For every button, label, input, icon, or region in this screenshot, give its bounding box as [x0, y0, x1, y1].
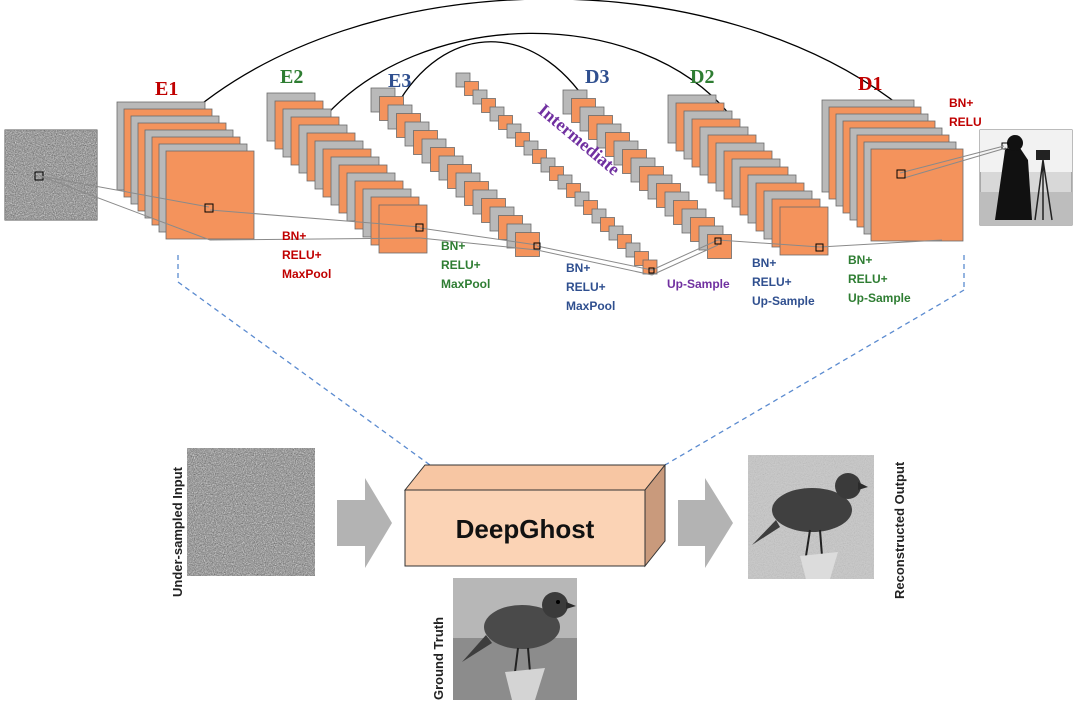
- op-label-e1: BN+ RELU+ MaxPool: [282, 229, 331, 281]
- stage-label-e3: E3: [388, 70, 411, 92]
- arrow-right-2: [678, 478, 733, 568]
- receptive-field-lines: [39, 145, 1007, 276]
- svg-text:MaxPool: MaxPool: [282, 267, 331, 281]
- svg-text:Up-Sample: Up-Sample: [667, 277, 730, 291]
- layer-stack-e1: [116, 101, 255, 240]
- skip-connections: [179, 0, 906, 123]
- top-input-image: [4, 129, 98, 221]
- stage-label-e1: E1: [155, 78, 178, 100]
- op-label-d1: BN+ RELU+ Up-Sample: [848, 253, 911, 305]
- top-output-image: [979, 129, 1073, 226]
- op-label-e3: BN+ RELU+ MaxPool: [566, 261, 615, 313]
- svg-text:BN+: BN+: [441, 239, 465, 253]
- deepghost-model-box: DeepGhost: [403, 463, 667, 568]
- under-sampled-input-image: [187, 448, 315, 576]
- kernel-markers: [204, 169, 906, 274]
- stage-label-d1: D1: [858, 73, 882, 95]
- skip-arc-e1-d1: [179, 0, 906, 123]
- svg-text:BN+: BN+: [282, 229, 306, 243]
- svg-text:RELU+: RELU+: [848, 272, 888, 286]
- feature-map-d1-7: [870, 148, 964, 242]
- svg-text:BN+: BN+: [566, 261, 590, 275]
- svg-text:RELU+: RELU+: [752, 275, 792, 289]
- svg-text:RELU+: RELU+: [566, 280, 606, 294]
- svg-text:MaxPool: MaxPool: [566, 299, 615, 313]
- svg-text:Up-Sample: Up-Sample: [848, 291, 911, 305]
- svg-text:RELU: RELU: [949, 115, 982, 129]
- svg-text:Up-Sample: Up-Sample: [752, 294, 815, 308]
- feature-map-e2-14: [378, 204, 428, 254]
- feature-map-mid-22: [642, 259, 658, 275]
- layer-stacks: [116, 72, 964, 275]
- arrow-right-1: [337, 478, 392, 568]
- feature-map-d2-14: [779, 206, 829, 256]
- stage-label-d3: D3: [585, 66, 609, 88]
- projection-lines: [177, 255, 965, 466]
- svg-text:MaxPool: MaxPool: [441, 277, 490, 291]
- label-reconstructed-output: Reconstructed Output: [892, 461, 907, 599]
- stage-label-d2: D2: [690, 66, 714, 88]
- layer-stack-e2: [266, 92, 428, 254]
- label-ground-truth: Ground Truth: [431, 617, 446, 700]
- skip-arc-e3-d3: [399, 41, 596, 116]
- feature-map-e1-7: [165, 150, 255, 240]
- layer-stack-d2: [667, 94, 829, 256]
- model-name-label: DeepGhost: [456, 514, 595, 544]
- svg-text:RELU+: RELU+: [282, 248, 322, 262]
- svg-text:BN+: BN+: [848, 253, 872, 267]
- layer-stack-e3: [370, 87, 540, 257]
- layer-stack-d3: [562, 89, 732, 259]
- label-under-sampled-input: Under-sampled Input: [170, 466, 185, 597]
- op-label-up: Up-Sample: [667, 277, 730, 291]
- svg-text:BN+: BN+: [752, 256, 776, 270]
- op-label-d2: BN+ RELU+ Up-Sample: [752, 256, 815, 308]
- layer-stack-d1: [821, 99, 964, 242]
- reconstructed-output-image: [748, 455, 874, 579]
- op-label-e2: BN+ RELU+ MaxPool: [441, 239, 490, 291]
- svg-text:BN+: BN+: [949, 96, 973, 110]
- ground-truth-image: [453, 578, 577, 700]
- svg-text:RELU+: RELU+: [441, 258, 481, 272]
- op-label-final: BN+ RELU: [949, 96, 982, 129]
- skip-arc-e2-d2: [319, 32, 731, 123]
- stage-label-e2: E2: [280, 66, 303, 88]
